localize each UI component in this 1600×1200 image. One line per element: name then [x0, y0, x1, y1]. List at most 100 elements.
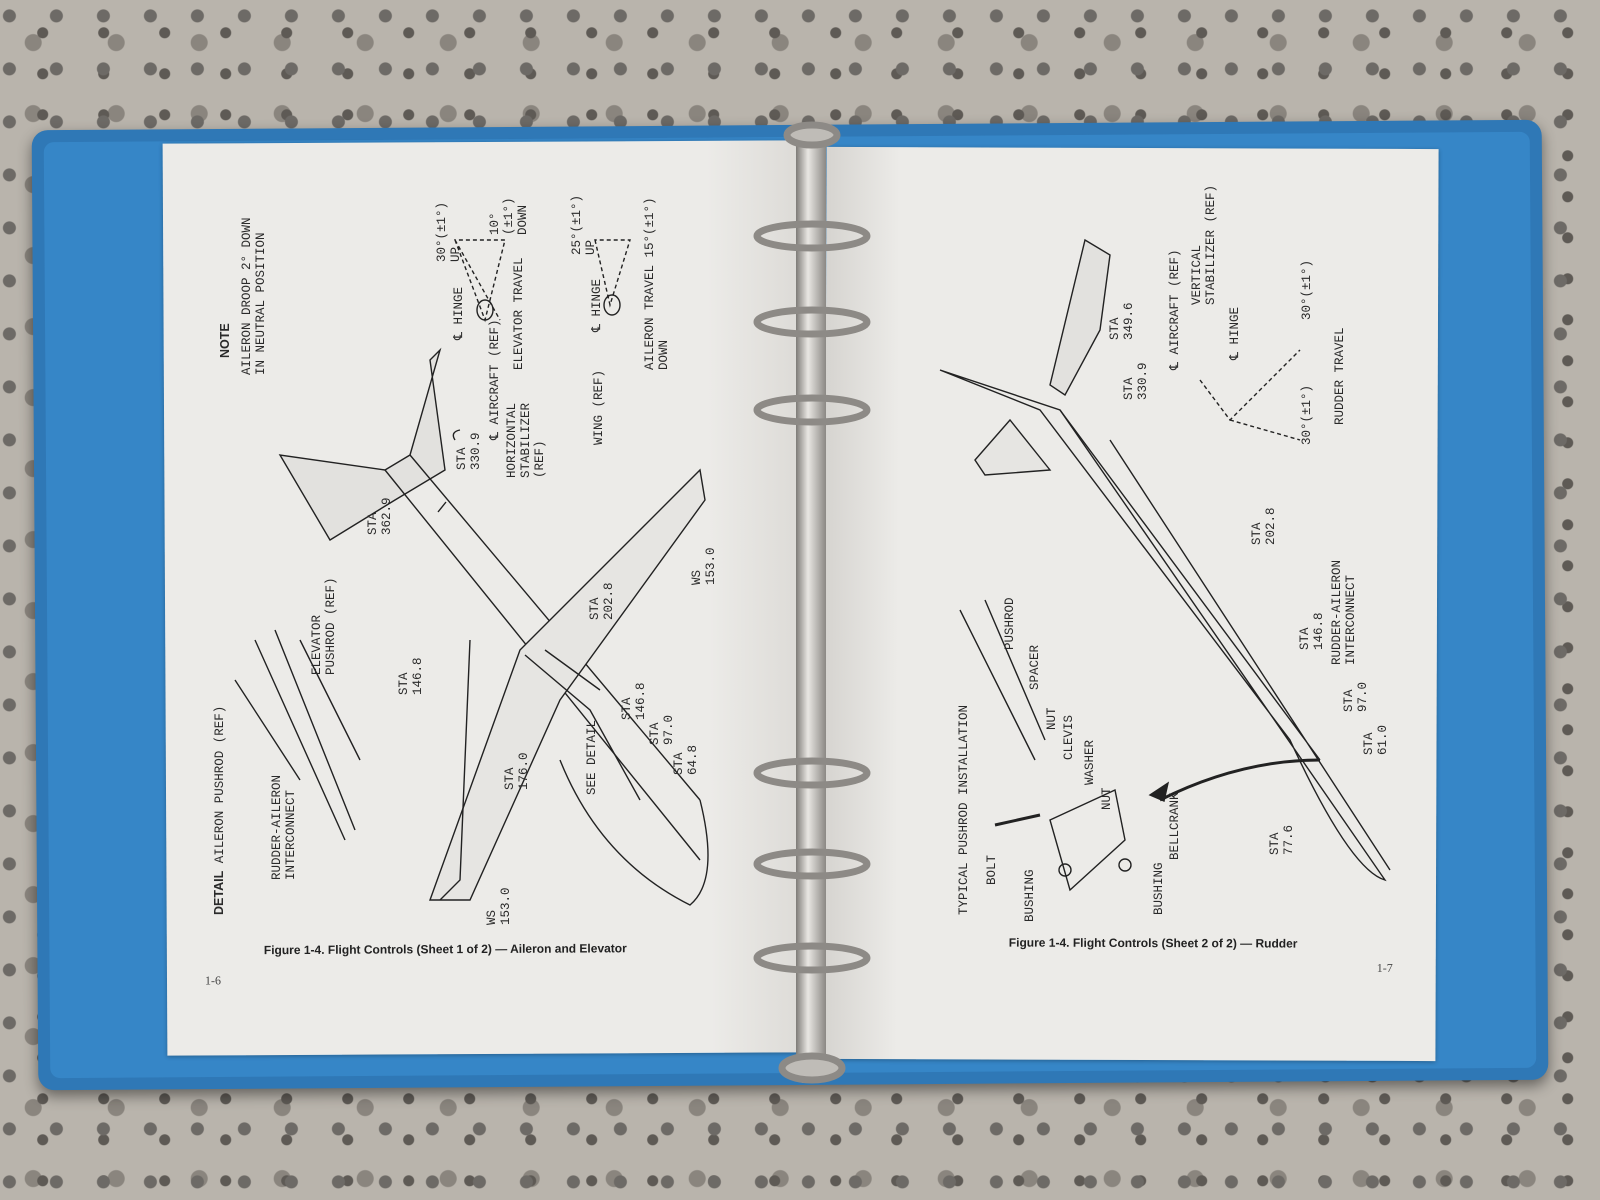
diagram-label: 30°(±1°)	[1300, 385, 1314, 445]
diagram-label: ℄ HINGE	[452, 287, 466, 340]
diagram-label-line: 10°	[488, 212, 502, 235]
diagram-label: WING (REF)	[592, 370, 606, 445]
diagram-label: SEE DETAIL	[585, 720, 599, 795]
diagram-label: 30°(±1°)UP	[435, 202, 463, 262]
diagram-label-line: CLEVIS	[1062, 714, 1076, 760]
aileron-elevator-diagram	[234, 239, 709, 906]
diagram-label-line: STA	[1298, 627, 1312, 650]
diagram-label-line: PUSHROD (REF)	[324, 577, 338, 675]
diagram-label: ℄ AIRCRAFT (REF)	[488, 319, 502, 440]
diagram-label-line: INTERCONNECT	[1344, 574, 1358, 665]
diagram-label-line: STA	[1268, 832, 1282, 855]
diagram-label-line: UP	[584, 239, 598, 255]
diagram-label: BELLCRANK	[1168, 792, 1182, 860]
diagram-label: NOTE	[218, 323, 233, 358]
diagram-label-line: 202.8	[602, 582, 616, 620]
diagram-label-line: AILERON TRAVEL 15°(±1°)	[643, 197, 657, 370]
diagram-label-line: 330.9	[469, 432, 483, 470]
diagram-label: 30°(±1°)	[1300, 260, 1314, 320]
diagram-label-line: ℄ AIRCRAFT (REF)	[488, 319, 502, 440]
diagram-label-line: WS	[690, 569, 704, 585]
diagram-label: BOLT	[985, 855, 999, 885]
diagram-label-line: 64.8	[686, 744, 700, 775]
diagram-label-line: ℄ HINGE	[452, 286, 466, 340]
diagram-label: BUSHING	[1023, 869, 1037, 922]
diagram-label-line: NUT	[1045, 707, 1059, 730]
diagram-label-line: NUT	[1100, 787, 1114, 810]
diagram-label-line: 97.0	[1356, 681, 1370, 712]
diagram-label-line: (±1°)	[502, 197, 516, 235]
diagram-label-line: DETAIL	[212, 870, 226, 915]
diagram-label: TYPICAL PUSHROD INSTALLATION	[957, 705, 971, 915]
diagram-label-line: 153.0	[704, 547, 718, 585]
diagram-label-line: DOWN	[516, 204, 530, 235]
rudder-diagram	[939, 238, 1391, 892]
diagram-label-line: STA	[588, 597, 602, 620]
diagram-label-line: STA	[397, 672, 411, 695]
diagram-label-line: AILERON DROOP 2° DOWN	[240, 217, 254, 375]
diagram-label-line: INTERCONNECT	[284, 789, 298, 880]
diagram-label: 10°(±1°)DOWN	[488, 197, 530, 235]
diagram-label-line: STA	[1342, 689, 1356, 712]
diagram-label-line: 61.0	[1376, 724, 1390, 755]
diagram-label-line: (REF)	[533, 440, 547, 478]
diagram-label: WASHER	[1083, 740, 1097, 785]
diagram-label-line: TYPICAL PUSHROD INSTALLATION	[957, 704, 971, 915]
diagram-label-line: 30°(±1°)	[1300, 259, 1314, 320]
diagram-label-line: NOTE	[218, 323, 232, 358]
diagram-label-line: ELEVATOR TRAVEL	[512, 257, 526, 370]
diagram-label-line: 202.8	[1264, 507, 1278, 545]
diagram-label: ℄ AIRCRAFT (REF)	[1168, 249, 1182, 370]
diagram-label: 25°(±1°)UP	[570, 195, 598, 255]
diagram-label-line: ELEVATOR	[310, 614, 324, 675]
diagram-label-line: STA	[366, 512, 380, 535]
diagram-label: ELEVATOR TRAVEL	[512, 257, 526, 370]
diagram-label-line: STA	[648, 722, 662, 745]
diagram-label-line: ℄ HINGE	[590, 278, 604, 332]
diagram-label-line: STA	[1362, 732, 1376, 755]
diagram-label-line: SEE DETAIL	[585, 719, 599, 795]
diagram-label-line: 97.0	[662, 714, 676, 745]
diagram-label-line: 146.8	[411, 657, 425, 695]
diagram-label-line: VERTICAL	[1190, 244, 1204, 305]
diagram-label-line: BUSHING	[1023, 869, 1037, 922]
diagram-label-line: STA	[672, 752, 686, 775]
diagram-label-line: STABILIZER (REF)	[1204, 184, 1218, 305]
diagram-label: AILERON TRAVEL 15°(±1°)DOWN	[643, 197, 671, 370]
diagram-label-line: HORIZONTAL	[505, 402, 519, 478]
diagram-label-line: STA	[1108, 317, 1122, 340]
diagram-label-line: BOLT	[985, 854, 999, 885]
diagram-label-line: WASHER	[1083, 739, 1097, 785]
diagram-label-line: RUDDER-AILERON	[1330, 559, 1344, 665]
diagram-label-line: RUDDER-AILERON	[270, 774, 284, 880]
diagram-label-line: 30°(±1°)	[1300, 384, 1314, 445]
diagram-label-line: STABILIZER	[519, 402, 533, 478]
diagram-label-line: ℄ AIRCRAFT (REF)	[1168, 249, 1182, 370]
diagram-label-line: RUDDER TRAVEL	[1333, 327, 1347, 425]
diagram-label-line: ℄ HINGE	[1228, 306, 1242, 360]
diagram-label-line: 349.6	[1122, 302, 1136, 340]
diagram-label-line: STA	[620, 697, 634, 720]
diagram-label-line: STA	[1122, 377, 1136, 400]
diagram-label: ℄ HINGE	[590, 279, 604, 332]
